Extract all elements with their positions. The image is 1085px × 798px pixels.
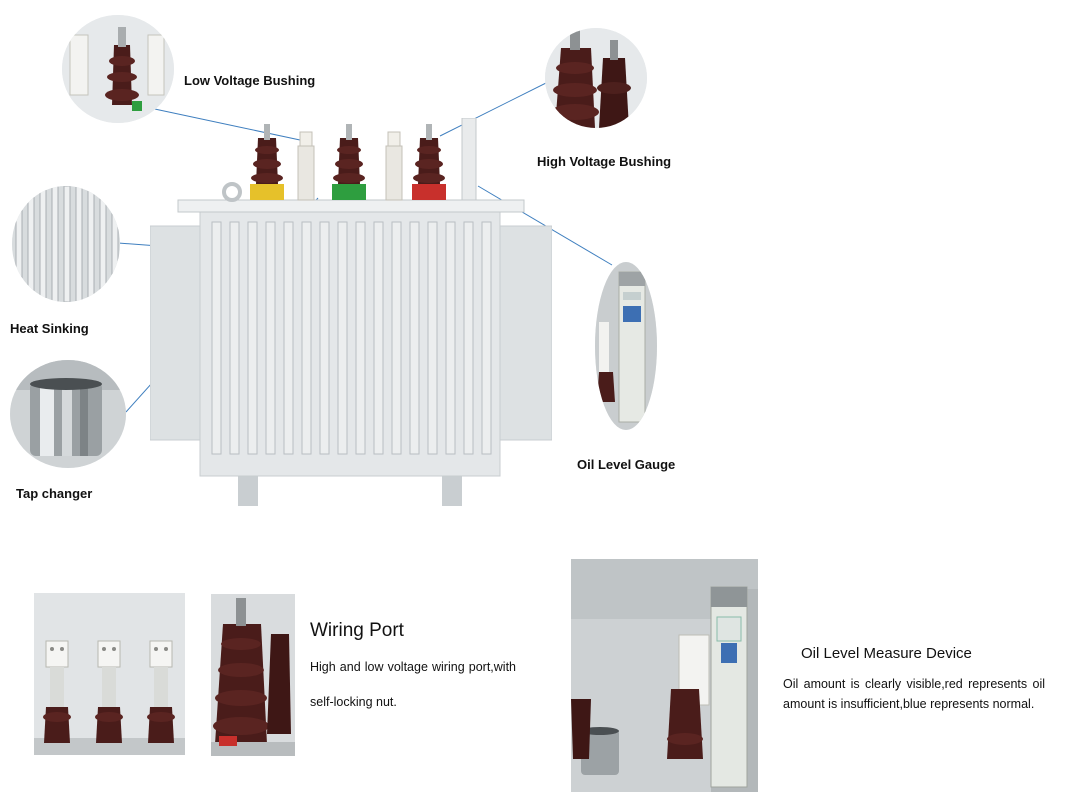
wiring-port-photo-terminals [34,593,185,755]
callout-line-low-voltage [149,107,301,141]
heat-sinking-closeup [12,186,120,302]
high-voltage-bushing-closeup [545,28,647,128]
tap-changer-label: Tap changer [16,486,93,501]
oil-level-device-title: Oil Level Measure Device [801,645,972,662]
wiring-port-photo-bushing [211,594,295,756]
low-voltage-bushing-label: Low Voltage Bushing [184,73,316,88]
oil-level-device-photo [571,559,758,792]
callout-line-high-voltage [439,79,553,137]
low-voltage-bushing-closeup [62,15,174,123]
high-voltage-bushing-label: High Voltage Bushing [537,154,672,169]
wiring-port-title: Wiring Port [310,620,404,641]
heat-sinking-label: Heat Sinking [10,321,89,336]
tap-changer-closeup [10,360,126,468]
wiring-port-description: High and low voltage wiring port,with se… [310,660,516,709]
oil-level-gauge-label: Oil Level Gauge [577,457,676,472]
oil-level-gauge-closeup [595,262,657,430]
transformer-illustration [149,117,553,508]
oil-level-device-description: Oil amount is clearly visible,red repres… [783,677,1045,711]
